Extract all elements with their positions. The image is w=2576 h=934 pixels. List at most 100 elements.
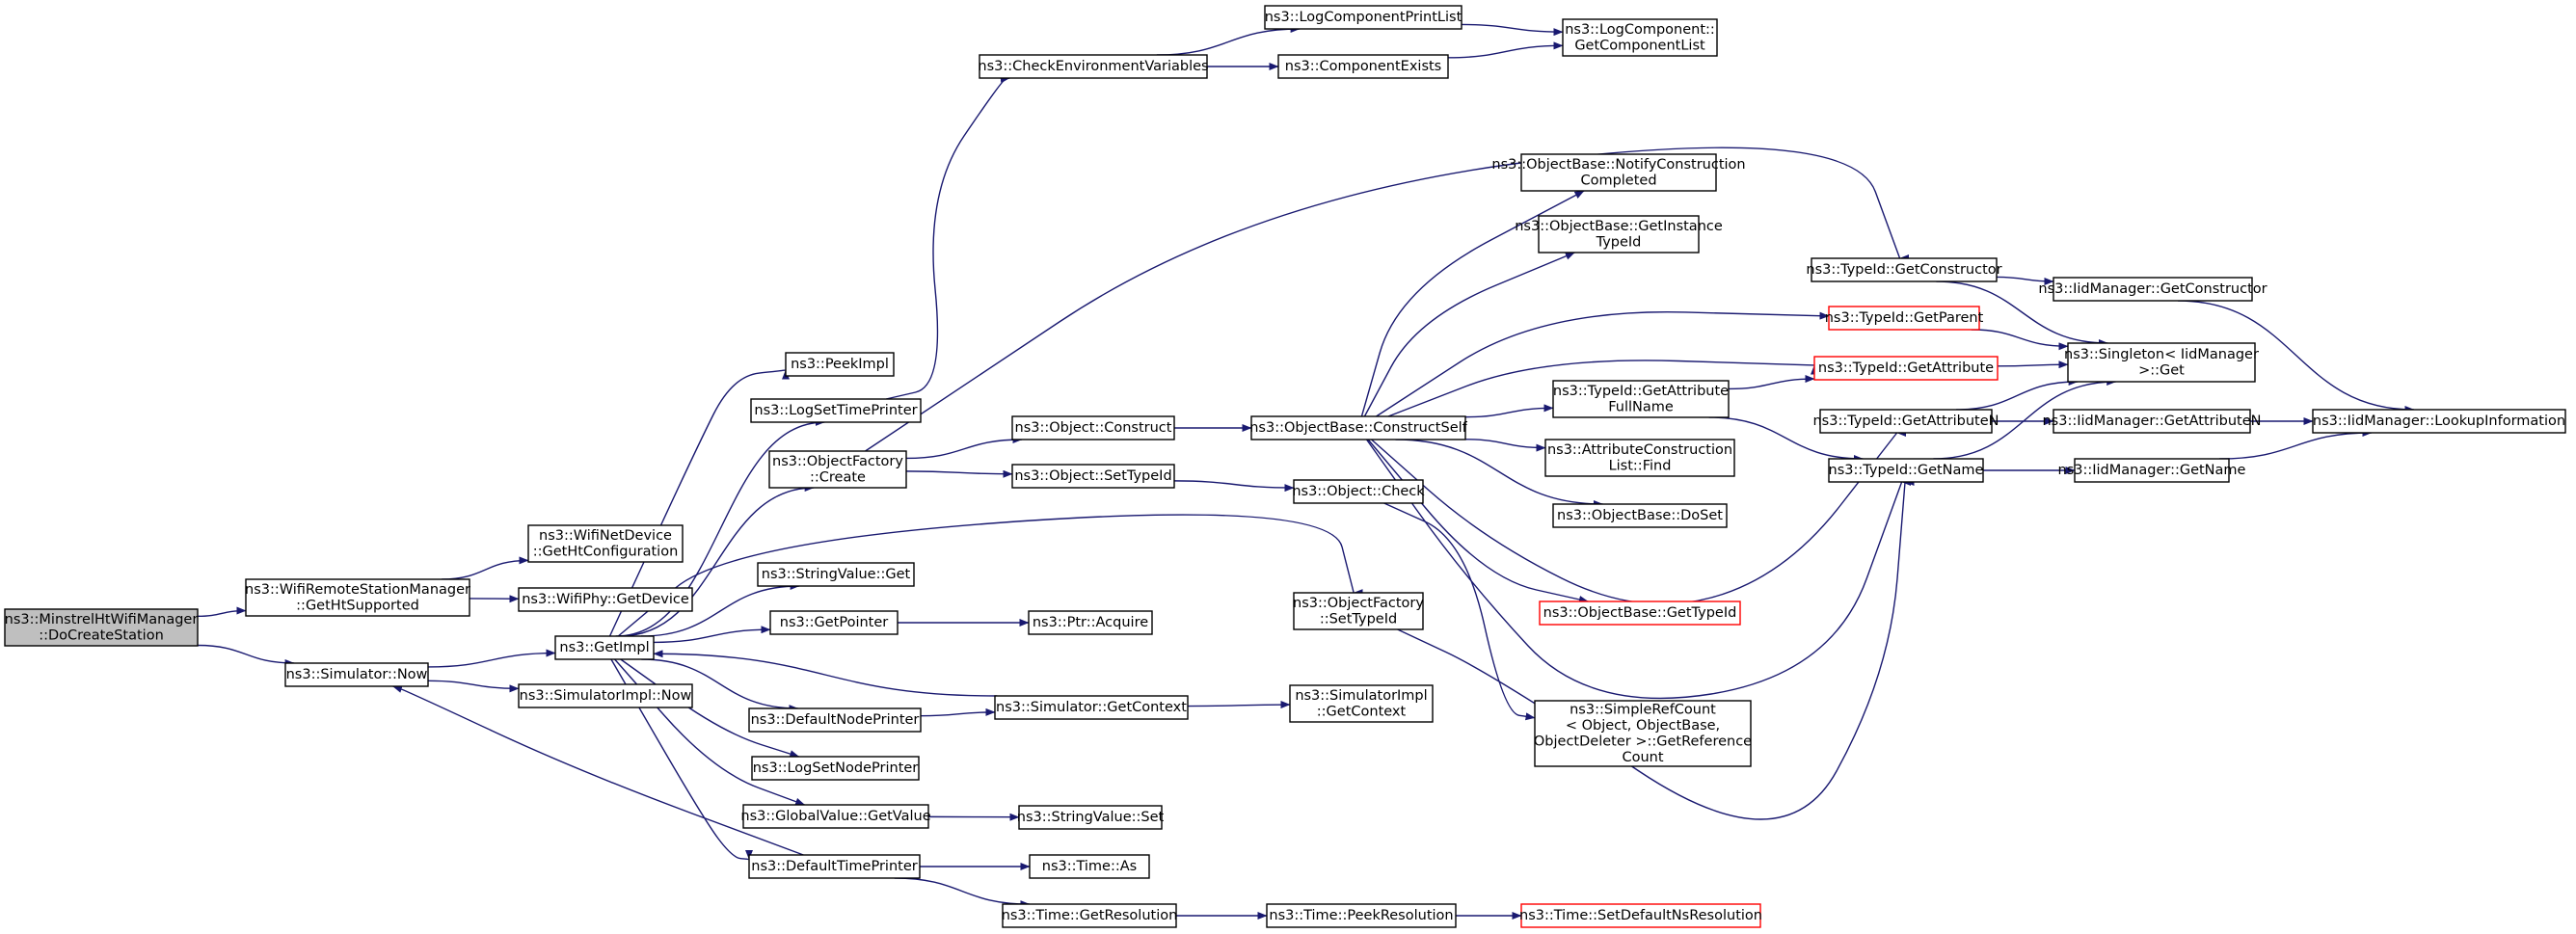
node-box	[2067, 342, 2256, 383]
graph-node[interactable]: ns3::LogComponent::GetComponentList	[1562, 18, 1718, 57]
graph-node[interactable]: ns3::IidManager::LookupInformation	[2312, 409, 2566, 434]
graph-node[interactable]: ns3::Simulator::Now	[284, 662, 429, 687]
graph-node[interactable]: ns3::WifiRemoteStationManager::GetHtSupp…	[245, 578, 470, 617]
node-label: ns3::TypeId::GetName	[1829, 463, 1984, 478]
graph-node[interactable]: ns3::Simulator::GetContext	[994, 695, 1189, 720]
node-label: ::GetHtConfiguration	[533, 544, 679, 559]
graph-node[interactable]: ns3::ObjectFactory::Create	[768, 450, 907, 489]
node-box	[1002, 903, 1177, 928]
node-box	[979, 54, 1208, 79]
call-edge	[620, 658, 800, 758]
graph-node[interactable]: ns3::GetImpl	[554, 635, 655, 660]
node-box	[757, 562, 915, 587]
node-box	[2053, 277, 2253, 302]
graph-node[interactable]: ns3::ObjectBase::GetTypeId	[1539, 600, 1741, 626]
graph-node[interactable]: ns3::Time::PeekResolution	[1266, 903, 1457, 928]
node-box	[245, 578, 470, 617]
graph-node[interactable]: ns3::Ptr::Acquire	[1028, 610, 1153, 635]
call-edge	[894, 877, 1031, 908]
node-label: Count	[1622, 750, 1663, 765]
graph-node[interactable]: ns3::SimulatorImpl::Now	[518, 683, 693, 708]
graph-node[interactable]: ns3::DefaultNodePrinter	[748, 707, 922, 733]
graph-node[interactable]: ns3::ObjectFactory::SetTypeId	[1293, 592, 1424, 630]
graph-node[interactable]: ns3::StringValue::Get	[757, 562, 915, 587]
graph-node[interactable]: ns3::SimpleRefCount< Object, ObjectBase,…	[1534, 700, 1752, 767]
graph-node[interactable]: ns3::PeekImpl	[785, 352, 895, 377]
graph-node[interactable]: ns3::Object::Construct	[1011, 415, 1175, 440]
graph-node[interactable]: ns3::LogComponentPrintList	[1264, 5, 1462, 30]
node-label: ns3::LogSetNodePrinter	[753, 761, 919, 776]
node-box	[1552, 380, 1730, 418]
node-label: ns3::Ptr::Acquire	[1033, 615, 1148, 630]
call-edge	[197, 606, 247, 618]
call-edge	[1936, 280, 2108, 347]
node-box	[1289, 684, 1434, 723]
node-box	[1264, 5, 1462, 30]
node-label: ns3::ObjectBase::GetTypeId	[1543, 605, 1737, 621]
node-label: ns3::TypeId::GetAttributeN	[1812, 414, 1999, 429]
graph-node[interactable]: ns3::TypeId::GetName	[1828, 458, 1984, 483]
graph-node[interactable]: ns3::IidManager::GetName	[2058, 458, 2246, 483]
edge	[640, 582, 800, 637]
call-edge	[2219, 429, 2373, 460]
graph-node[interactable]: ns3::TypeId::GetParent	[1825, 306, 1984, 331]
graph-node[interactable]: ns3::ComponentExists	[1277, 54, 1449, 79]
graph-node[interactable]: ns3::WifiPhy::GetDevice	[518, 587, 693, 612]
edge	[865, 147, 1901, 452]
graph-node[interactable]: ns3::LogSetTimePrinter	[750, 398, 922, 423]
node-box	[1552, 503, 1728, 528]
call-edge	[885, 74, 1019, 400]
graph-node[interactable]: ns3::ObjectBase::DoSet	[1552, 503, 1728, 528]
call-edge	[442, 556, 529, 580]
graph-node[interactable]: ns3::MinstrelHtWifiManager::DoCreateStat…	[4, 608, 199, 647]
node-label: ns3::Time::PeekResolution	[1269, 908, 1453, 923]
node-box	[1819, 409, 1993, 434]
node-box	[1544, 439, 1735, 477]
graph-node[interactable]: ns3::Time::SetDefaultNsResolution	[1519, 903, 1762, 928]
graph-node[interactable]: ns3::Time::GetResolution	[1002, 903, 1178, 928]
graph-node[interactable]: ns3::LogSetNodePrinter	[751, 756, 920, 781]
node-label: ObjectDeleter >::GetReference	[1534, 734, 1752, 749]
graph-node[interactable]: ns3::DefaultTimePrinter	[748, 854, 921, 879]
graph-node[interactable]: ns3::StringValue::Set	[1017, 805, 1165, 830]
node-label: ns3::GlobalValue::GetValue	[740, 809, 930, 824]
node-box	[527, 524, 684, 563]
graph-node[interactable]: ns3::ObjectBase::ConstructSelf	[1249, 415, 1468, 440]
node-box	[518, 683, 693, 708]
graph-node[interactable]: ns3::TypeId::GetAttribute	[1813, 356, 1999, 381]
graph-node[interactable]: ns3::GlobalValue::GetValue	[740, 804, 931, 829]
graph-node[interactable]: ns3::Time::As	[1029, 854, 1150, 879]
graph-node[interactable]: ns3::ObjectBase::NotifyConstructionCompl…	[1491, 153, 1746, 192]
edge-layer	[197, 23, 2415, 920]
node-label: ::GetContext	[1317, 704, 1407, 719]
graph-node[interactable]: ns3::TypeId::GetAttributeN	[1812, 409, 1999, 434]
node-label: ns3::Time::As	[1042, 859, 1137, 874]
call-edge	[1461, 23, 1564, 37]
node-label: ns3::TypeId::GetParent	[1825, 310, 1984, 326]
call-edge	[1173, 480, 1295, 493]
graph-node[interactable]: ns3::Singleton< IidManager >::Get	[2064, 342, 2259, 383]
call-edge	[427, 680, 520, 693]
graph-node[interactable]: ns3::IidManager::GetConstructor	[2038, 277, 2267, 302]
graph-node[interactable]: ns3::GetPointer	[769, 610, 899, 635]
node-label: TypeId	[1596, 234, 1642, 250]
graph-node[interactable]: ns3::Object::Check	[1292, 479, 1425, 504]
graph-node[interactable]: ns3::Object::SetTypeId	[1011, 464, 1175, 489]
node-box	[284, 662, 429, 687]
node-box	[1293, 592, 1424, 630]
graph-node[interactable]: ns3::TypeId::GetConstructor	[1806, 257, 2002, 282]
graph-node[interactable]: ns3::IidManager::GetAttributeN	[2042, 409, 2262, 434]
edge	[1728, 375, 1815, 390]
node-label: List::Find	[1609, 458, 1672, 473]
call-edge	[905, 436, 1023, 460]
node-label: ns3::ObjectBase::GetInstance	[1515, 219, 1723, 234]
call-edge	[640, 582, 800, 637]
node-label: GetComponentList	[1574, 38, 1705, 53]
graph-node[interactable]: ns3::SimulatorImpl::GetContext	[1289, 684, 1434, 723]
call-edge	[1997, 360, 2069, 369]
graph-node[interactable]: ns3::WifiNetDevice::GetHtConfiguration	[527, 524, 684, 563]
graph-node[interactable]: ns3::CheckEnvironmentVariables	[978, 54, 1209, 79]
